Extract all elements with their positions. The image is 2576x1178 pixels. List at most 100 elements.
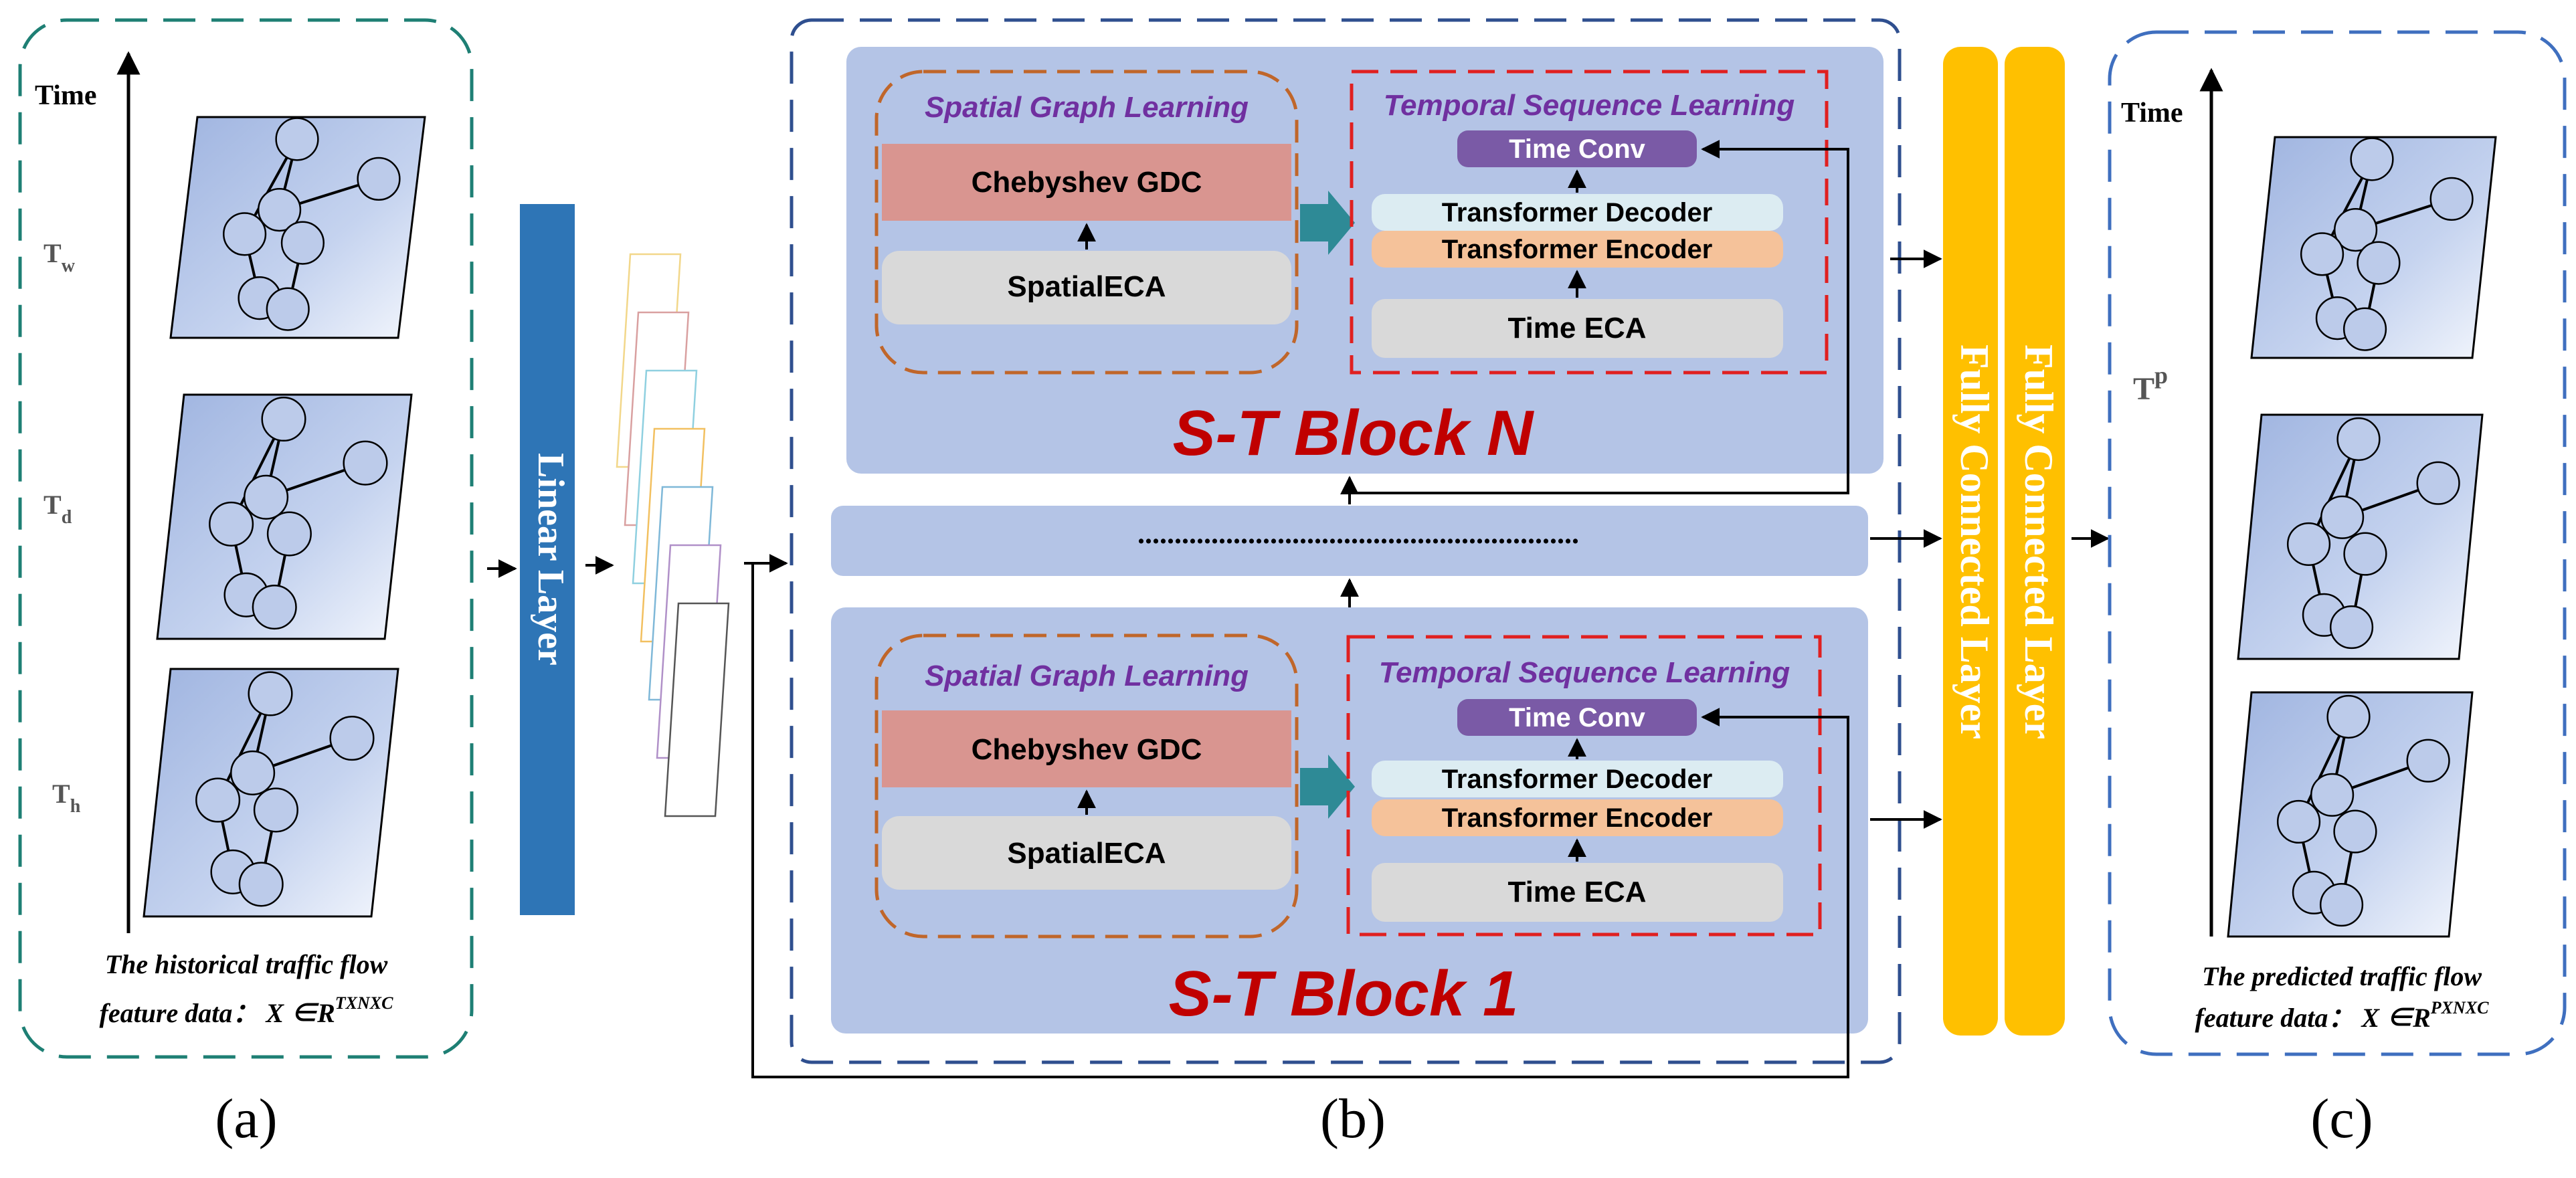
graph-frame [2237, 413, 2484, 660]
block-n-temporal-title: Temporal Sequence Learning [1384, 89, 1795, 122]
graph-node [2286, 522, 2331, 567]
graph-node [266, 511, 312, 557]
block-n-chebyshev-gdc [882, 144, 1291, 221]
panel-c-caption-line1: The predicted traffic flow [2202, 961, 2482, 991]
graph-node [2276, 799, 2321, 844]
graph-node [2429, 177, 2474, 221]
block-n-time-conv-label: Time Conv [1509, 134, 1646, 164]
panel-c-border [2108, 30, 2567, 1056]
graph-node [244, 474, 289, 520]
time-label-tw: Tw [43, 238, 76, 276]
graph-frame [2227, 691, 2474, 938]
linear-layer-bar [520, 204, 575, 915]
panel-label-b: (b) [1320, 1088, 1386, 1150]
graph-node [2300, 232, 2344, 276]
graph-node [2333, 809, 2377, 854]
graph-node [2406, 739, 2450, 783]
graph-node [2342, 307, 2387, 351]
linear-layer-label: Linear Layer [530, 453, 571, 666]
block-n-spatial-eca [882, 251, 1291, 324]
fc-layer-1-label: Fully Connected Layer [1952, 345, 1997, 739]
ellipsis-bar [831, 506, 1868, 576]
graph-node [2336, 417, 2381, 462]
panel-a-caption-line1: The historical traffic flow [105, 949, 388, 979]
fc-layer-1-bar [1943, 47, 1998, 1036]
block-1-title: S-T Block 1 [1169, 958, 1519, 1029]
panel-c-caption-line2: feature data： X ∈RPXNXC [2195, 998, 2490, 1033]
graph-node [343, 440, 388, 486]
graph-node [2320, 495, 2365, 539]
block-n-time-conv [1457, 130, 1697, 167]
input-skip-connection [751, 563, 1849, 1078]
graph-node [2416, 461, 2460, 505]
block-n-chebyshev-label: Chebyshev GDC [972, 166, 1202, 199]
block-n-fusion-arrow [1300, 191, 1355, 255]
block-1-chebyshev-label: Chebyshev GDC [972, 733, 1202, 766]
panel-a-time-label: Time [35, 80, 97, 111]
block-n-spatial-eca-label: SpatialECA [1007, 270, 1166, 303]
block-n-transformer-encoder [1372, 231, 1783, 268]
graph-node [223, 212, 267, 256]
ellipsis-dots: ........................................… [1137, 517, 1579, 550]
block-1-time-eca-label: Time ECA [1507, 876, 1646, 908]
graph-node [2350, 137, 2394, 181]
panel-label-a: (a) [215, 1088, 277, 1150]
block-1-decoder-label: Transformer Decoder [1442, 765, 1713, 794]
block-n-encoder-label: Transformer Encoder [1442, 235, 1713, 264]
block-n-transformer-decoder [1372, 194, 1783, 231]
block-1-time-eca [1372, 863, 1783, 922]
block-1-encoder-label: Transformer Encoder [1442, 803, 1713, 833]
graph-node [261, 396, 306, 442]
graph-node [253, 787, 298, 833]
fc-layer-2-label: Fully Connected Layer [2017, 345, 2061, 739]
predicted-graph-frames [2227, 136, 2497, 938]
graph-node [252, 585, 297, 630]
panel-b-border [790, 18, 1902, 1064]
graph-frame [169, 116, 426, 339]
graph-node [2357, 241, 2401, 285]
block-1-transformer-encoder [1372, 799, 1783, 836]
block-n-title: S-T Block N [1173, 397, 1534, 469]
block-1-spatial-group [875, 633, 1299, 939]
graph-node [248, 671, 293, 716]
block-1-spatial-eca-label: SpatialECA [1007, 837, 1166, 870]
block-1-time-conv [1457, 699, 1697, 736]
graph-node [280, 221, 325, 265]
block-n-spatial-group [875, 70, 1299, 375]
block-1-time-conv-label: Time Conv [1509, 703, 1646, 732]
block-n-time-eca [1372, 299, 1783, 358]
graph-node [329, 716, 375, 761]
graph-node [357, 157, 401, 201]
block-n-time-eca-label: Time ECA [1507, 312, 1646, 345]
feature-map-stack [616, 253, 730, 817]
graph-node [195, 777, 241, 823]
block-n-decoder-label: Transformer Decoder [1442, 198, 1713, 227]
graph-node [2326, 694, 2371, 739]
block-n-skip-connection [1350, 140, 1849, 494]
graph-node [238, 862, 284, 907]
time-label-tp: Tp [2133, 362, 2168, 407]
graph-node [209, 501, 254, 547]
block-1-spatial-eca [882, 816, 1291, 890]
graph-frame [156, 393, 413, 640]
graph-frame [143, 668, 399, 918]
block-1-spatial-title: Spatial Graph Learning [925, 660, 1249, 692]
graph-node [2334, 208, 2378, 252]
graph-node [275, 117, 319, 161]
historical-graph-frames [143, 116, 426, 918]
graph-node [266, 287, 310, 331]
block-n-spatial-title: Spatial Graph Learning [925, 91, 1249, 124]
block-1-fusion-arrow [1300, 755, 1355, 819]
feature-map-sheet [664, 602, 730, 817]
graph-node [230, 750, 276, 795]
block-1-transformer-decoder [1372, 761, 1783, 797]
graph-node [2343, 532, 2387, 576]
panel-a-caption-line2: feature data： X ∈RTXNXC [100, 993, 394, 1028]
block-n-temporal-group [1350, 70, 1829, 375]
graph-node [2319, 882, 2364, 927]
graph-frame [2250, 136, 2497, 359]
block-1-temporal-title: Temporal Sequence Learning [1379, 656, 1790, 689]
panel-label-c: (c) [2310, 1088, 2373, 1150]
